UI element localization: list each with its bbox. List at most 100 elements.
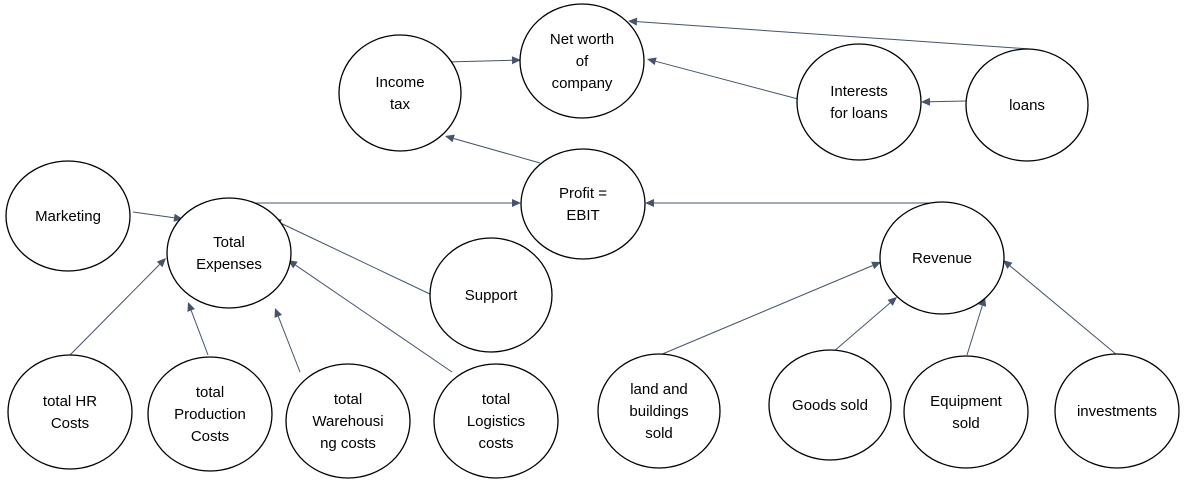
node-ellipse bbox=[796, 43, 922, 161]
node-ellipse bbox=[338, 34, 462, 152]
node-label: sold bbox=[952, 415, 980, 432]
arrowhead-icon bbox=[1003, 260, 1013, 269]
node-label: for loans bbox=[830, 105, 888, 122]
node-label: Goods sold bbox=[792, 397, 868, 414]
node-label: Production bbox=[174, 406, 246, 423]
node-ellipse bbox=[433, 363, 559, 479]
edge-line bbox=[69, 264, 161, 356]
node-label: total bbox=[482, 391, 510, 408]
arrowhead-icon bbox=[871, 261, 881, 270]
nodes-layer: Net worthofcompanyIncometaxInterestsfor … bbox=[5, 3, 1180, 479]
edge-line bbox=[190, 310, 209, 356]
edge-support-to-total-expenses bbox=[272, 219, 433, 296]
node-label: Income bbox=[375, 74, 424, 91]
edge-interests-for-loans-to-net-worth bbox=[647, 57, 799, 100]
arrowhead-icon bbox=[156, 258, 166, 268]
arrowhead-icon bbox=[274, 308, 283, 318]
edge-total-expenses-to-profit-ebit bbox=[232, 199, 521, 207]
edge-total-production-costs-to-total-expenses bbox=[187, 302, 209, 356]
node-goods-sold: Goods sold bbox=[768, 349, 892, 461]
edge-goods-sold-to-revenue bbox=[832, 297, 897, 353]
node-label: ng costs bbox=[320, 435, 376, 452]
node-label: loans bbox=[1009, 97, 1045, 114]
node-ellipse bbox=[5, 160, 131, 272]
node-support: Support bbox=[429, 237, 553, 353]
node-profit-ebit: Profit = EBIT bbox=[520, 148, 646, 260]
node-total-hr-costs: total HR Costs bbox=[7, 354, 133, 470]
node-ellipse bbox=[768, 349, 892, 461]
node-label: Costs bbox=[51, 415, 89, 432]
edge-total-warehousing-costs-to-total-expenses bbox=[274, 308, 301, 373]
edge-line bbox=[966, 305, 983, 356]
node-label: Support bbox=[465, 287, 518, 304]
node-label: Equipment bbox=[930, 393, 1003, 410]
node-ellipse bbox=[903, 355, 1029, 469]
node-ellipse bbox=[597, 353, 721, 469]
node-revenue: Revenue bbox=[879, 201, 1005, 315]
edge-total-logistics-costs-to-total-expenses bbox=[288, 260, 453, 373]
edges-layer bbox=[69, 17, 1118, 373]
node-investments: investments bbox=[1054, 353, 1180, 469]
node-label: of bbox=[576, 53, 589, 70]
node-label: total bbox=[196, 384, 224, 401]
arrowhead-icon bbox=[445, 134, 455, 143]
edge-revenue-to-profit-ebit bbox=[645, 199, 930, 207]
edge-loans-to-net-worth bbox=[628, 17, 1031, 50]
arrowhead-icon bbox=[512, 199, 521, 207]
edge-line bbox=[279, 222, 433, 296]
edge-line bbox=[295, 264, 453, 373]
node-ellipse bbox=[519, 3, 645, 119]
node-label: costs bbox=[478, 435, 513, 452]
node-label: investments bbox=[1077, 403, 1157, 420]
node-ellipse bbox=[285, 363, 411, 479]
node-label: buildings bbox=[629, 403, 688, 420]
edge-investments-to-revenue bbox=[1003, 260, 1118, 356]
node-equipment-sold: Equipment sold bbox=[903, 355, 1029, 469]
node-label: Total bbox=[213, 234, 245, 251]
arrowhead-icon bbox=[628, 17, 638, 26]
node-label: sold bbox=[645, 425, 673, 442]
arrowhead-icon bbox=[173, 213, 183, 222]
edge-line bbox=[132, 211, 175, 219]
node-interests-for-loans: Interests for loans bbox=[796, 43, 922, 161]
arrowhead-icon bbox=[187, 302, 195, 312]
node-label: Logistics bbox=[467, 413, 525, 430]
edge-line bbox=[655, 60, 799, 100]
node-ellipse bbox=[879, 201, 1005, 315]
edge-marketing-to-total-expenses bbox=[132, 211, 183, 222]
arrowhead-icon bbox=[921, 97, 931, 106]
edge-income-tax-to-net-worth bbox=[445, 56, 521, 65]
edge-total-hr-costs-to-total-expenses bbox=[69, 258, 166, 356]
edge-land-and-buildings-sold-to-revenue bbox=[659, 261, 881, 356]
node-label: Marketing bbox=[35, 208, 101, 225]
node-label: Revenue bbox=[912, 250, 972, 267]
node-label: Interests bbox=[830, 83, 888, 100]
arrowhead-icon bbox=[645, 199, 654, 207]
node-label: Expenses bbox=[196, 256, 262, 273]
node-ellipse bbox=[147, 356, 273, 472]
arrowhead-icon bbox=[511, 56, 521, 65]
edge-line bbox=[929, 100, 967, 103]
arrowhead-icon bbox=[647, 57, 657, 66]
node-label: total bbox=[334, 391, 362, 408]
node-ellipse bbox=[429, 237, 553, 353]
node-label: EBIT bbox=[566, 207, 599, 224]
arrowhead-icon bbox=[887, 297, 897, 306]
node-ellipse bbox=[1054, 353, 1180, 469]
edge-loans-to-interests-for-loans bbox=[921, 97, 967, 106]
node-label: Costs bbox=[191, 428, 229, 445]
node-marketing: Marketing bbox=[5, 160, 131, 272]
node-label: Warehousi bbox=[312, 413, 383, 430]
node-label: Profit = bbox=[559, 185, 607, 202]
node-label: total HR bbox=[43, 393, 97, 410]
edge-line bbox=[832, 302, 891, 353]
edge-line bbox=[277, 316, 301, 373]
edge-line bbox=[445, 59, 513, 63]
node-ellipse bbox=[965, 48, 1089, 162]
